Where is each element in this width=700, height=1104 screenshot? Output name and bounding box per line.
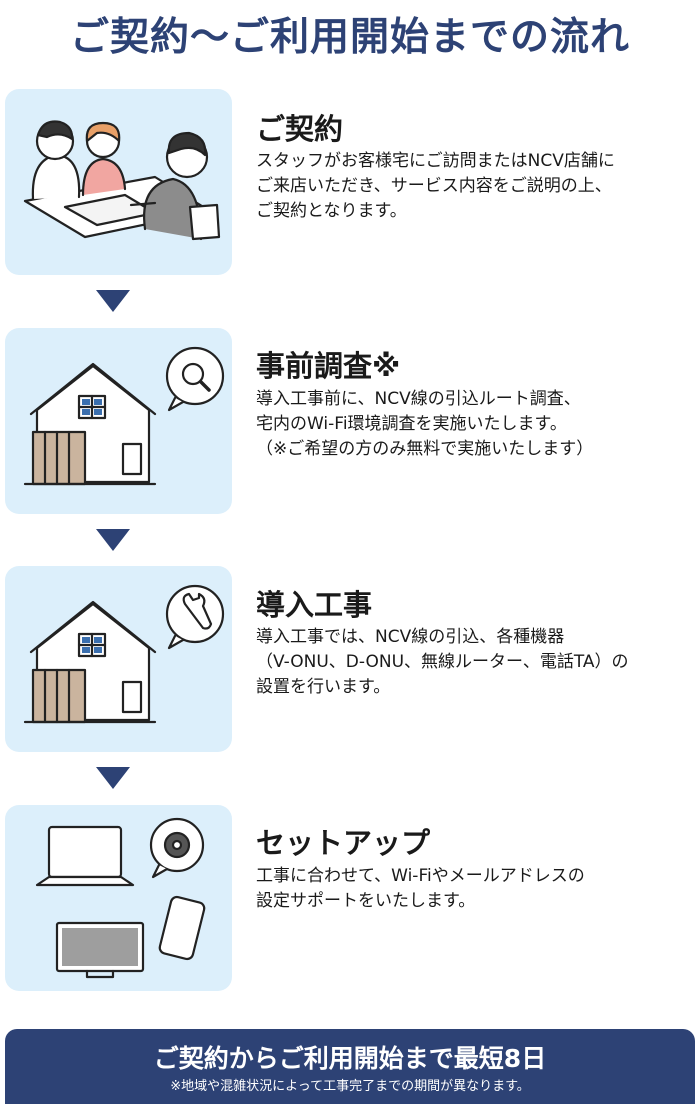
step-card-setup [5, 805, 232, 991]
down-arrow-icon [96, 767, 130, 789]
step-description-line: （※ご希望の方のみ無料で実施いたします） [256, 439, 594, 459]
step-description-line: 導入工事前に、NCV線の引込ルート調査、 [256, 389, 581, 409]
step-card-installation [5, 566, 232, 752]
step-card-contract [5, 89, 232, 275]
page-title: ご契約～ご利用開始までの流れ [69, 15, 630, 60]
house-wrench-illustration [23, 584, 225, 724]
devices-gear-illustration [35, 817, 206, 979]
step-title: セットアップ [256, 826, 431, 860]
step-title: 事前調査※ [256, 349, 401, 383]
step-description: 工事に合わせて、Wi-Fiやメールアドレスの 設定サポートをいたします。 [256, 864, 686, 914]
down-arrow-icon [96, 529, 130, 551]
step-description-line: スタッフがお客様宅にご訪問またはNCV店舗に [256, 151, 615, 171]
step-description-line: 導入工事では、NCV線の引込、各種機器 [256, 627, 565, 647]
step-title: ご契約 [256, 112, 344, 146]
step-description: 導入工事前に、NCV線の引込ルート調査、 宅内のWi-Fi環境調査を実施いたしま… [256, 387, 686, 462]
step-description-line: 宅内のWi-Fi環境調査を実施いたします。 [256, 414, 567, 434]
house-search-illustration [23, 346, 225, 486]
step-description-line: ご契約となります。 [256, 201, 407, 221]
step-description: スタッフがお客様宅にご訪問またはNCV店舗に ご来店いただき、サービス内容をご説… [256, 149, 686, 224]
step-description-line: 工事に合わせて、Wi-Fiやメールアドレスの [256, 866, 585, 886]
step-description-line: （V-ONU、D-ONU、無線ルーター、電話TA）の [256, 652, 629, 672]
summary-banner: ご契約からご利用開始まで最短8日 ※地域や混雑状況によって工事完了までの期間が異… [5, 1029, 695, 1104]
contract-meeting-illustration [23, 120, 221, 241]
step-title: 導入工事 [256, 588, 373, 622]
step-description-line: 設置を行います。 [256, 677, 391, 697]
step-description-line: ご来店いただき、サービス内容をご説明の上、 [256, 176, 612, 196]
step-description: 導入工事では、NCV線の引込、各種機器 （V-ONU、D-ONU、無線ルーター、… [256, 625, 686, 700]
summary-note: ※地域や混雑状況によって工事完了までの期間が異なります。 [170, 1079, 530, 1094]
step-description-line: 設定サポートをいたします。 [256, 891, 476, 911]
down-arrow-icon [96, 290, 130, 312]
summary-main-text: ご契約からご利用開始まで最短8日 [153, 1044, 547, 1073]
step-card-survey [5, 328, 232, 514]
